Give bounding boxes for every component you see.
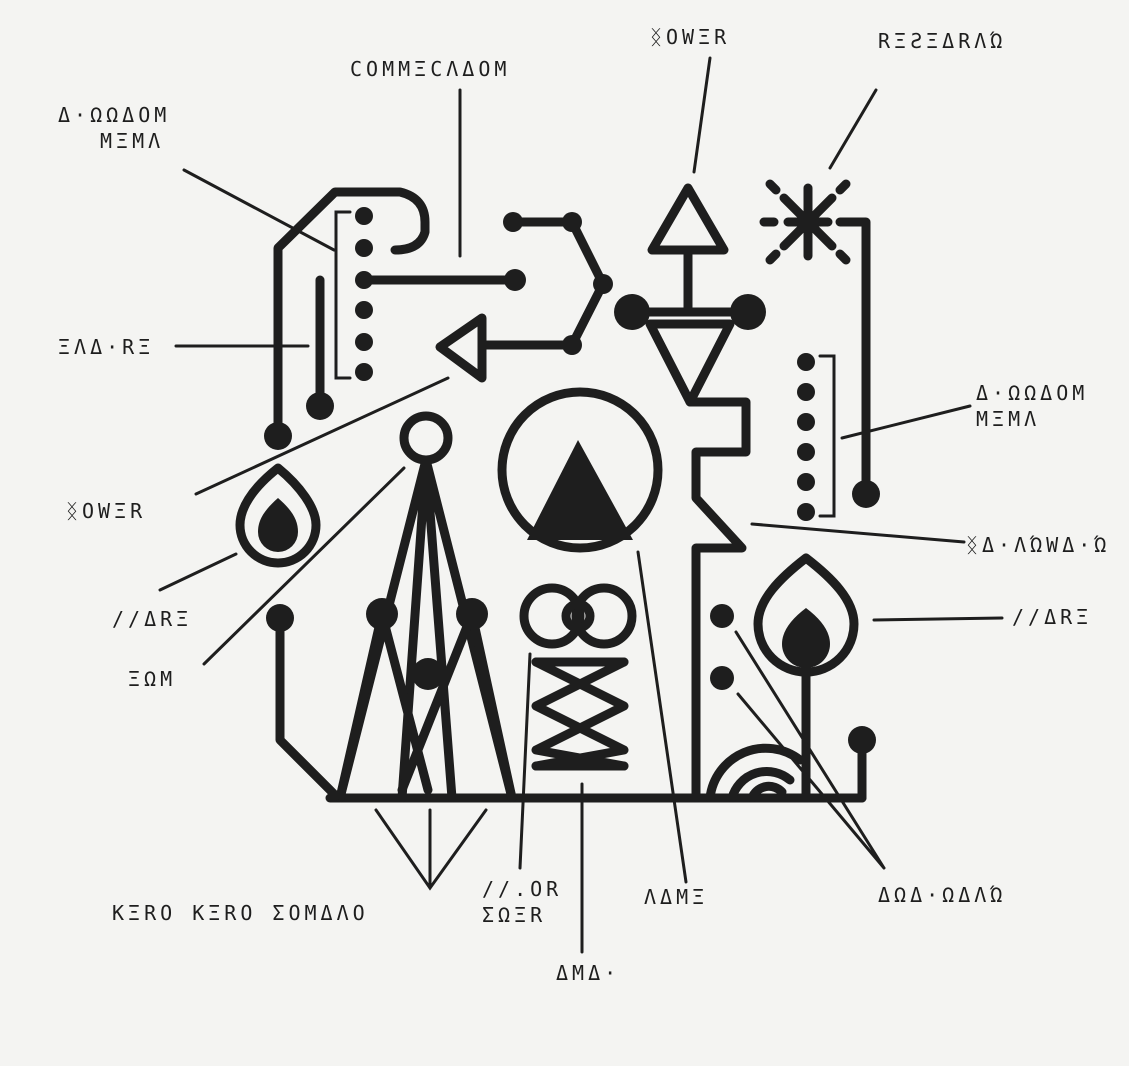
left-circuit-trace xyxy=(273,187,430,441)
flare-right-inner xyxy=(782,608,830,668)
dna-zigzag xyxy=(531,657,629,771)
action-menu-bracket-right xyxy=(818,354,836,518)
menu-dot xyxy=(797,443,815,461)
circuit-node xyxy=(562,335,582,355)
label-research: RΞƧΞΔRΛΏ xyxy=(878,29,1007,53)
sun-circle xyxy=(399,411,453,465)
label-line: ΣΩΞR xyxy=(482,903,547,927)
flare-left-inner xyxy=(258,498,298,552)
label-line: MΞMΛ xyxy=(100,129,165,153)
label-shape: ΞΛΔ·RΞ xyxy=(58,335,155,359)
sun-node xyxy=(366,598,398,630)
label-moon-sister: //.OR ΣΩΞR xyxy=(482,876,562,928)
play-triangle xyxy=(435,313,487,383)
label-dna: ΔMΔ· xyxy=(556,961,621,985)
menu-dot xyxy=(355,207,373,225)
right-lower-node xyxy=(848,726,876,754)
research-burst-icon xyxy=(759,179,857,265)
shape-bar-node xyxy=(306,392,334,420)
menu-dot xyxy=(355,333,373,351)
sun-node xyxy=(456,598,488,630)
label-pathway: ᛝΔ·ΛΏWΔ·Ώ xyxy=(966,533,1111,557)
menu-dot xyxy=(797,503,815,521)
research-trace xyxy=(835,217,871,497)
action-menu-bracket-left xyxy=(334,210,352,380)
left-node xyxy=(264,422,292,450)
circuit-node xyxy=(593,274,613,294)
label-line: Δ·ΩΩΔOM xyxy=(976,381,1089,405)
label-action-menu-right: Δ·ΩΩΔOM MΞMΛ xyxy=(976,380,1088,432)
lower-left-node xyxy=(266,604,294,632)
label-line: Δ·ΩΩΔOM xyxy=(58,103,171,127)
research-node xyxy=(852,480,880,508)
menu-dot xyxy=(797,383,815,401)
signal-dot xyxy=(710,666,734,690)
label-kero: KΞRO KΞRO ΣOMΔΛO xyxy=(112,901,369,925)
flare-left-outer xyxy=(235,463,321,568)
circuit-node xyxy=(503,212,523,232)
circuit-node xyxy=(562,212,582,232)
power-node xyxy=(730,294,766,330)
power-triangle xyxy=(647,183,729,255)
leader-lines xyxy=(158,56,1004,954)
game-circle xyxy=(497,387,663,553)
label-power-left: ᛝOWΞR xyxy=(66,499,147,523)
menu-dot xyxy=(797,473,815,491)
inverted-triangle xyxy=(645,319,735,407)
game-mountain xyxy=(527,440,633,540)
signal-dot xyxy=(710,604,734,628)
sun-cross-lines xyxy=(335,609,517,803)
menu-dot xyxy=(355,363,373,381)
signal-arc xyxy=(727,766,795,803)
menu-dot xyxy=(355,301,373,319)
menu-dot xyxy=(355,239,373,257)
label-sun: ΞΩM xyxy=(128,667,177,691)
label-power-top: ᛝOWΞR xyxy=(650,25,731,49)
pathway-contour xyxy=(685,397,751,803)
label-action-menu-left: Δ·ΩΩΔOM MΞMΛ xyxy=(58,102,170,154)
label-flare-right: //ΔRΞ xyxy=(1012,605,1093,629)
sun-tower xyxy=(335,455,517,803)
label-game: ΛΔMΞ xyxy=(644,885,709,909)
signal-arc xyxy=(747,781,787,803)
label-flare-left: //ΔRΞ xyxy=(112,607,193,631)
label-connection: COMMΞCΛΔOM xyxy=(350,57,511,81)
sun-node xyxy=(412,658,444,690)
menu-dot xyxy=(797,353,815,371)
lower-left-trace xyxy=(275,613,341,801)
menu-dot xyxy=(797,413,815,431)
label-line: MΞMΛ xyxy=(976,407,1041,431)
label-line: //.OR xyxy=(482,877,563,901)
moon-ring xyxy=(571,583,637,649)
power-node xyxy=(614,294,650,330)
moon-inner-ring xyxy=(561,599,595,633)
label-signals: ΔΩΔ·ΩΔΛΏ xyxy=(878,883,1007,907)
connection-node xyxy=(504,269,526,291)
